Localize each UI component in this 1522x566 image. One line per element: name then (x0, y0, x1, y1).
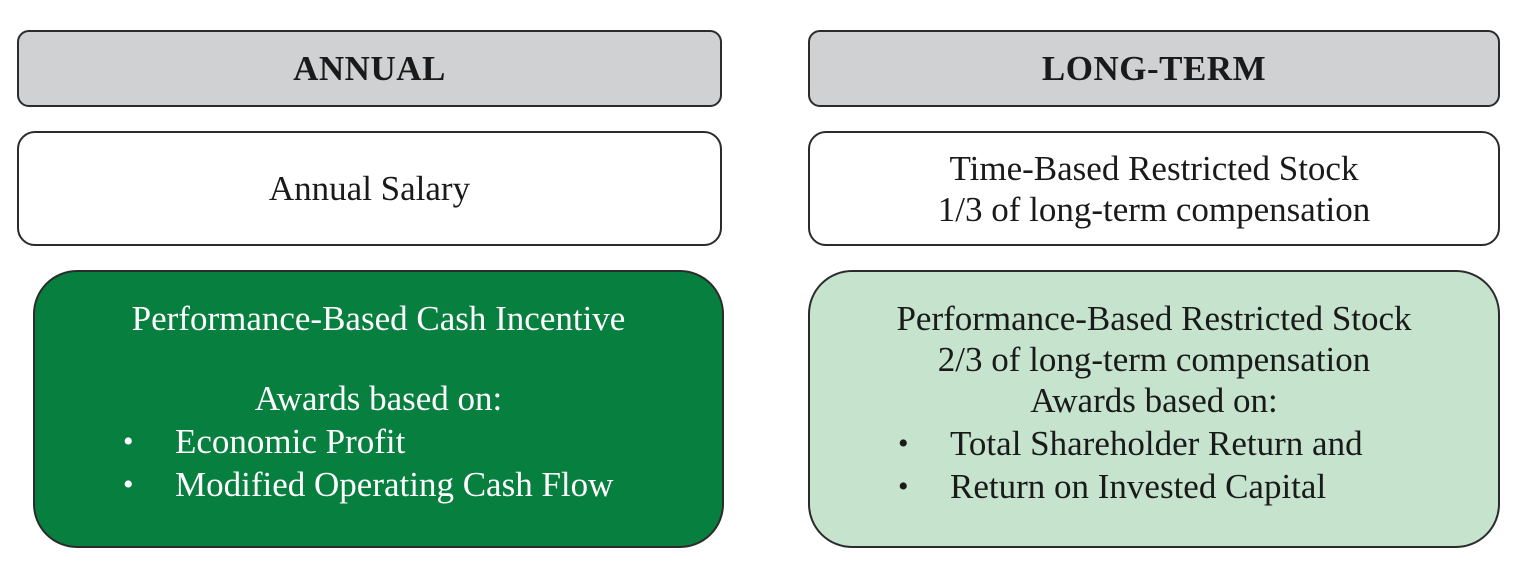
performance-stock-awards-label: Awards based on: (1030, 381, 1278, 420)
annual-header: ANNUAL (17, 30, 722, 107)
bullet-icon: • (898, 427, 909, 460)
long-term-header-label: LONG-TERM (1041, 48, 1267, 88)
bullet-text: Modified Operating Cash Flow (175, 465, 614, 504)
cash-incentive-box: Performance-Based Cash Incentive Awards … (33, 270, 724, 548)
list-item: • Modified Operating Cash Flow (123, 463, 613, 506)
bullet-text: Total Shareholder Return and (950, 424, 1363, 463)
cash-incentive-bullets: • Economic Profit • Modified Operating C… (123, 420, 613, 506)
annual-header-label: ANNUAL (293, 48, 446, 88)
bullet-icon: • (123, 425, 134, 458)
performance-stock-box: Performance-Based Restricted Stock 2/3 o… (808, 270, 1500, 548)
time-based-share: 1/3 of long-term compensation (937, 189, 1371, 229)
list-item: • Return on Invested Capital (898, 465, 1363, 508)
cash-incentive-awards-label: Awards based on: (254, 379, 503, 418)
list-item: • Economic Profit (123, 420, 613, 463)
performance-stock-bullets: • Total Shareholder Return and • Return … (898, 422, 1363, 508)
bullet-text: Return on Invested Capital (950, 467, 1327, 506)
performance-stock-title: Performance-Based Restricted Stock (896, 299, 1412, 338)
bullet-text: Economic Profit (175, 422, 406, 461)
annual-salary-box: Annual Salary (17, 131, 722, 246)
performance-stock-share: 2/3 of long-term compensation (937, 340, 1371, 379)
annual-salary-label: Annual Salary (268, 169, 471, 208)
list-item: • Total Shareholder Return and (898, 422, 1363, 465)
bullet-icon: • (898, 470, 909, 503)
bullet-icon: • (123, 468, 134, 501)
cash-incentive-title: Performance-Based Cash Incentive (131, 299, 626, 338)
time-based-stock-box: Time-Based Restricted Stock 1/3 of long-… (808, 131, 1500, 246)
long-term-header: LONG-TERM (808, 30, 1500, 107)
time-based-title: Time-Based Restricted Stock (949, 148, 1359, 188)
